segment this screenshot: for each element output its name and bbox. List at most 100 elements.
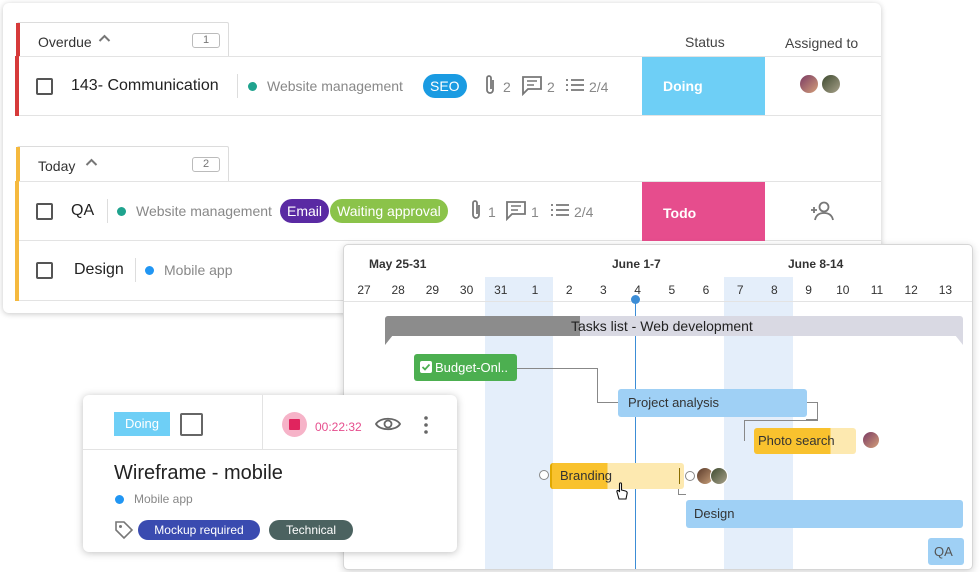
divider <box>107 199 108 223</box>
task-bar-photo-search[interactable]: Photo search <box>754 428 856 454</box>
assigned-column-header: Assigned to <box>785 35 859 51</box>
table-row[interactable]: 143- Communication Website management SE… <box>15 56 881 116</box>
eye-icon[interactable] <box>374 415 402 438</box>
dependency-connector <box>806 402 818 420</box>
row-color-bar <box>15 56 19 116</box>
week-label: May 25-31 <box>369 257 427 271</box>
tag-technical[interactable]: Technical <box>269 520 353 540</box>
row-color-bar <box>15 181 19 241</box>
pointer-cursor-icon <box>615 481 629 506</box>
checklist-icon <box>550 199 570 226</box>
avatar[interactable] <box>798 73 820 95</box>
stop-icon <box>289 419 300 430</box>
group-title: Today <box>38 158 76 174</box>
group-title: Overdue <box>38 34 92 50</box>
group-header-overdue[interactable]: Overdue 1 <box>16 22 229 58</box>
week-label: June 8-14 <box>788 257 844 271</box>
summary-bar-ends <box>385 335 963 345</box>
card-title[interactable]: Wireframe - mobile <box>114 462 283 484</box>
task-bar-label: Project analysis <box>628 395 720 410</box>
task-checkbox[interactable] <box>180 413 203 436</box>
task-checkbox[interactable] <box>36 78 53 95</box>
dependency-connector <box>516 368 598 403</box>
group-color-bar <box>16 147 20 182</box>
group-color-bar <box>16 23 20 58</box>
summary-bar[interactable]: Tasks list - Web development <box>385 316 963 336</box>
add-assignee-icon[interactable] <box>810 200 836 227</box>
tag-waiting-approval[interactable]: Waiting approval <box>330 199 448 223</box>
tag-seo[interactable]: SEO <box>423 74 467 98</box>
tag-icon <box>114 520 134 545</box>
task-checkbox[interactable] <box>36 262 53 279</box>
dependency-connector <box>598 402 618 403</box>
day-label: 27 <box>357 283 371 297</box>
task-bar-budget[interactable]: Budget-Onl.. <box>414 354 517 381</box>
checklist-icon <box>565 74 585 101</box>
comment-icon <box>521 74 543 101</box>
dependency-connector <box>744 420 818 421</box>
day-label: 8 <box>771 283 778 297</box>
chevron-up-icon[interactable] <box>85 156 98 170</box>
task-card[interactable]: Doing 00:22:32 Wireframe - mobile Mobile… <box>83 395 457 552</box>
day-label: 2 <box>565 283 573 297</box>
day-label: 3 <box>600 283 607 297</box>
day-label: 28 <box>391 283 405 297</box>
chevron-up-icon[interactable] <box>98 32 111 46</box>
task-name[interactable]: Design <box>74 261 124 278</box>
project-name: Website management <box>136 203 272 219</box>
resize-handle[interactable] <box>679 468 680 484</box>
day-label: 11 <box>870 283 884 297</box>
task-bar-qa[interactable]: QA <box>928 538 964 565</box>
project-dot <box>115 495 124 504</box>
project-dot <box>248 82 257 91</box>
dependency-connector <box>678 494 686 495</box>
comment-count: 2 <box>547 79 555 95</box>
tag-email[interactable]: Email <box>280 199 330 223</box>
project-dot <box>145 266 154 275</box>
more-options-icon[interactable] <box>424 416 428 439</box>
task-bar-design[interactable]: Design <box>686 500 963 528</box>
status-column-header: Status <box>685 34 725 50</box>
day-label: 5 <box>668 283 676 297</box>
project-name: Website management <box>267 78 403 94</box>
task-bar-project-analysis[interactable]: Project analysis <box>618 389 807 417</box>
group-count: 1 <box>192 33 220 48</box>
week-label: June 1-7 <box>612 257 661 271</box>
avatar[interactable] <box>710 467 728 485</box>
project-name: Mobile app <box>134 492 193 506</box>
day-label: 13 <box>938 283 953 297</box>
checklist-progress: 2/4 <box>574 204 594 220</box>
row-color-bar <box>15 240 19 301</box>
group-header-today[interactable]: Today 2 <box>16 146 229 182</box>
status-badge[interactable]: Todo <box>642 182 765 244</box>
task-name[interactable]: QA <box>71 202 95 219</box>
day-label: 12 <box>904 283 918 297</box>
stop-timer-button[interactable] <box>282 412 307 437</box>
attachment-count: 1 <box>488 204 496 220</box>
task-name[interactable]: 143- Communication <box>71 77 219 94</box>
link-handle[interactable] <box>685 471 695 481</box>
task-bar-label: Budget-Onl.. <box>435 360 508 375</box>
status-badge[interactable]: Doing <box>114 412 170 436</box>
day-label: 10 <box>836 283 850 297</box>
comment-icon <box>505 199 527 226</box>
project-dot <box>117 207 126 216</box>
tag-mockup-required[interactable]: Mockup required <box>138 520 260 540</box>
summary-progress <box>385 316 580 336</box>
task-bar-label: Design <box>694 506 735 521</box>
task-bar-label: Branding <box>560 468 613 483</box>
link-handle[interactable] <box>539 470 549 480</box>
task-bar-branding[interactable]: Branding <box>550 463 684 489</box>
project-name: Mobile app <box>164 262 233 278</box>
timer: 00:22:32 <box>315 420 362 434</box>
divider <box>237 74 238 98</box>
table-row[interactable]: QA Website management Email Waiting appr… <box>15 181 881 244</box>
avatar[interactable] <box>862 431 880 449</box>
status-badge[interactable]: Doing <box>642 57 765 115</box>
task-bar-label: Photo search <box>758 433 835 448</box>
header-divider <box>344 301 972 302</box>
day-label: 1 <box>531 283 539 297</box>
task-checkbox[interactable] <box>36 203 53 220</box>
avatar[interactable] <box>820 73 842 95</box>
checklist-progress: 2/4 <box>589 79 609 95</box>
